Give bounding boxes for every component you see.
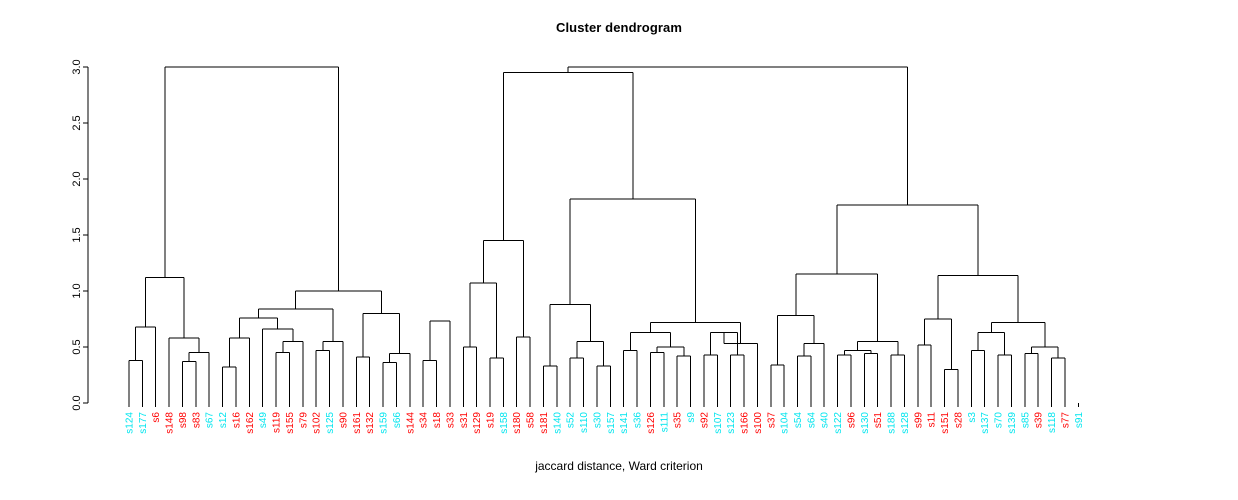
leaf-label: s91 [1074,412,1085,429]
leaf-label: s64 [806,412,817,429]
leaf-label: s162 [245,412,256,434]
leaf-label: s161 [352,412,363,434]
leaf-label: s16 [231,412,242,429]
leaf-label: s139 [1007,412,1018,434]
leaf-label: s141 [619,412,630,434]
leaf-label: s3 [967,412,978,423]
leaf-label: s98 [178,412,189,429]
leaf-label: s11 [927,412,938,428]
leaf-label: s128 [900,412,911,434]
y-axis-group: 0.0 0.5 1.0 1.5 2.0 2.5 3.0 [71,59,89,411]
page-title: Cluster dendrogram [555,20,683,35]
leaf-label: s100 [753,412,764,434]
y-axis-tick-label: 1.5 [71,227,83,242]
leaf-label: s52 [566,412,577,429]
leaf-label: s51 [873,412,884,429]
leaf-label: s39 [1034,412,1045,429]
leaf-label: s66 [392,412,403,429]
leaf-label: s34 [419,412,430,429]
leaf-label: s111 [659,412,670,433]
leaf-label: s181 [539,412,550,434]
y-axis-tick-label: 3.0 [71,59,83,74]
leaf-label: s67 [205,412,216,429]
leaf-label: s125 [325,412,336,434]
tree-link-group [128,66,1066,403]
y-axis-tick-label: 0.0 [71,395,83,410]
leaf-label: s33 [445,412,456,429]
leaf-label: s36 [633,412,644,429]
y-axis-tick-label: 1.0 [71,283,83,298]
leaf-label: s130 [860,412,871,434]
leaf-label: s155 [285,412,296,434]
leaf-label: s159 [379,412,390,434]
leaf-label: s166 [740,412,751,434]
leaf-label: s157 [606,412,617,434]
leaf-label: s85 [1020,412,1031,429]
leaf-label: s123 [726,412,737,434]
leaf-label: s90 [338,412,349,429]
leaf-label: s49 [258,412,269,429]
leaf-label: s129 [472,412,483,434]
leaf-label: s126 [646,412,657,434]
leaf-label: s148 [165,412,176,434]
leaf-tick-group [128,403,1079,407]
leaf-label: s188 [887,412,898,434]
leaf-label: s180 [512,412,523,434]
leaf-label: s144 [405,412,416,434]
leaf-label: s28 [953,412,964,429]
leaf-label: s104 [780,412,791,434]
leaf-label: s137 [980,412,991,434]
leaf-label: s12 [218,412,229,429]
y-axis-tick-label: 2.5 [71,115,83,130]
leaf-label: s37 [766,412,777,429]
leaf-label: s54 [793,412,804,429]
leaf-label: s119 [272,412,283,433]
leaf-label: s177 [138,412,149,434]
leaf-label: s79 [298,412,309,429]
leaf-label: s132 [365,412,376,434]
leaf-label: s77 [1060,412,1071,429]
leaf-label: s107 [713,412,724,434]
leaf-label: s70 [994,412,1005,429]
leaf-label: s19 [485,412,496,429]
leaf-label: s122 [833,412,844,434]
leaf-label: s92 [699,412,710,429]
leaf-label: s110 [579,412,590,433]
y-axis-tick-label: 0.5 [71,339,83,354]
leaf-label: s30 [592,412,603,429]
leaf-label: s6 [151,412,162,423]
leaf-label: s102 [312,412,323,434]
leaf-label: s31 [459,412,470,429]
leaf-label: s158 [499,412,510,434]
leaf-label: s118 [1047,412,1058,433]
leaf-label: s124 [125,412,136,434]
y-axis-tick-label: 2.0 [71,171,83,186]
leaf-label: s96 [846,412,857,429]
leaf-label: s18 [432,412,443,429]
leaf-label: s40 [820,412,831,429]
leaf-label: s58 [526,412,537,429]
leaf-label: s151 [940,412,951,434]
x-axis-caption: jaccard distance, Ward criterion [535,459,703,473]
leaf-label: s35 [673,412,684,429]
leaf-label: s9 [686,412,697,423]
leaf-label: s83 [191,412,202,429]
leaf-label: s99 [913,412,924,429]
leaf-label: s140 [552,412,563,434]
